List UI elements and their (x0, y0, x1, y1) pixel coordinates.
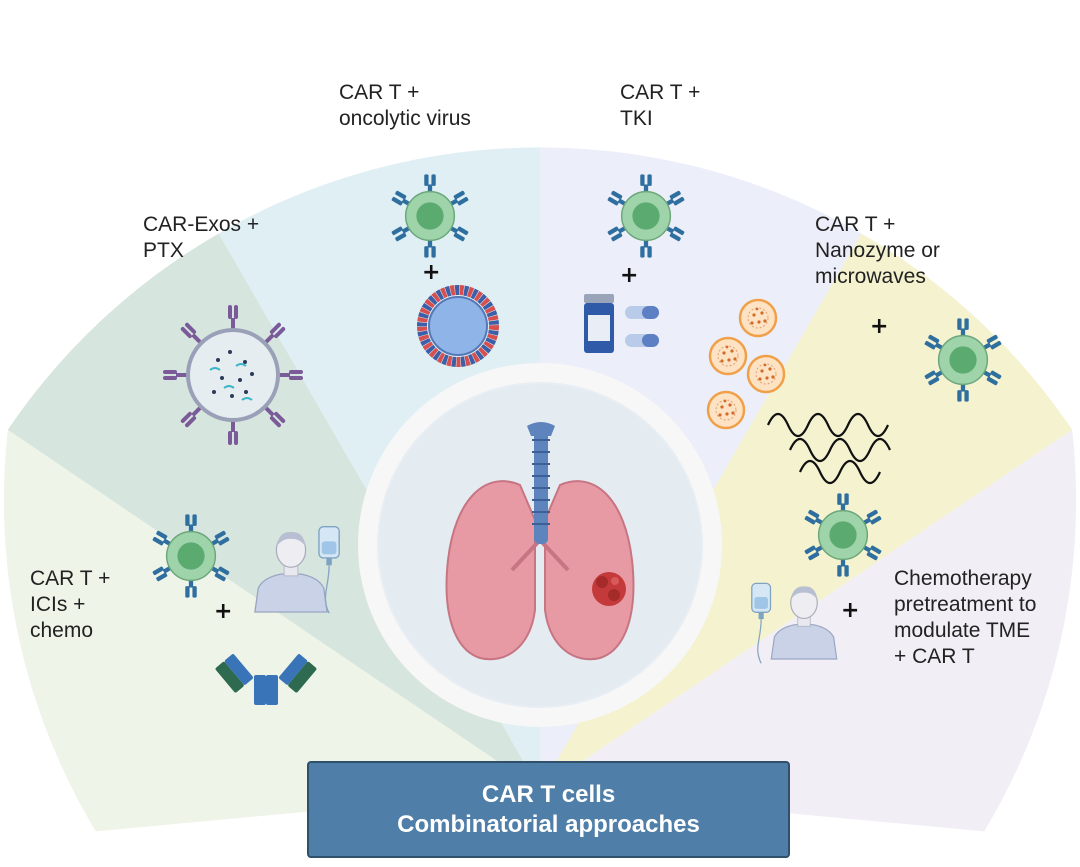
plus-icon: + (214, 599, 232, 624)
lungs-icon (445, 480, 635, 661)
tumor-icon (592, 572, 626, 606)
label-nanozyme-microwaves: CAR T + Nanozyme or microwaves (815, 213, 940, 288)
pill-bottle-icon (584, 294, 614, 353)
capsule-icon (625, 306, 659, 347)
exosome-icon (163, 305, 303, 445)
plus-icon: + (620, 263, 638, 288)
label-tki: CAR T + TKI (620, 81, 701, 130)
title-line-2: Combinatorial approaches (397, 810, 700, 838)
plus-icon: + (422, 260, 440, 285)
label-chemotherapy-pretreatment: Chemotherapy pretreatment to modulate TM… (894, 567, 1037, 668)
trachea-icon (527, 422, 555, 544)
title-box: CAR T cells Combinatorial approaches (307, 761, 790, 858)
plus-icon: + (841, 598, 859, 623)
label-oncolytic-virus: CAR T + oncolytic virus (339, 81, 471, 130)
label-ici-chemo: CAR T + ICIs + chemo (30, 567, 111, 642)
nanozyme-icon (746, 354, 786, 394)
label-car-exos-ptx: CAR-Exos + PTX (143, 213, 260, 262)
microwave-icon (766, 412, 892, 485)
antibody-icon (215, 654, 317, 705)
nanozyme-icon (708, 336, 748, 376)
segment-ici-chemo (3, 429, 541, 832)
title-line-1: CAR T cells (481, 780, 616, 808)
plus-icon: + (870, 314, 888, 339)
nanozyme-icon (738, 298, 778, 338)
nanozyme-icon (706, 390, 746, 430)
oncolytic-virus-icon (417, 285, 499, 367)
